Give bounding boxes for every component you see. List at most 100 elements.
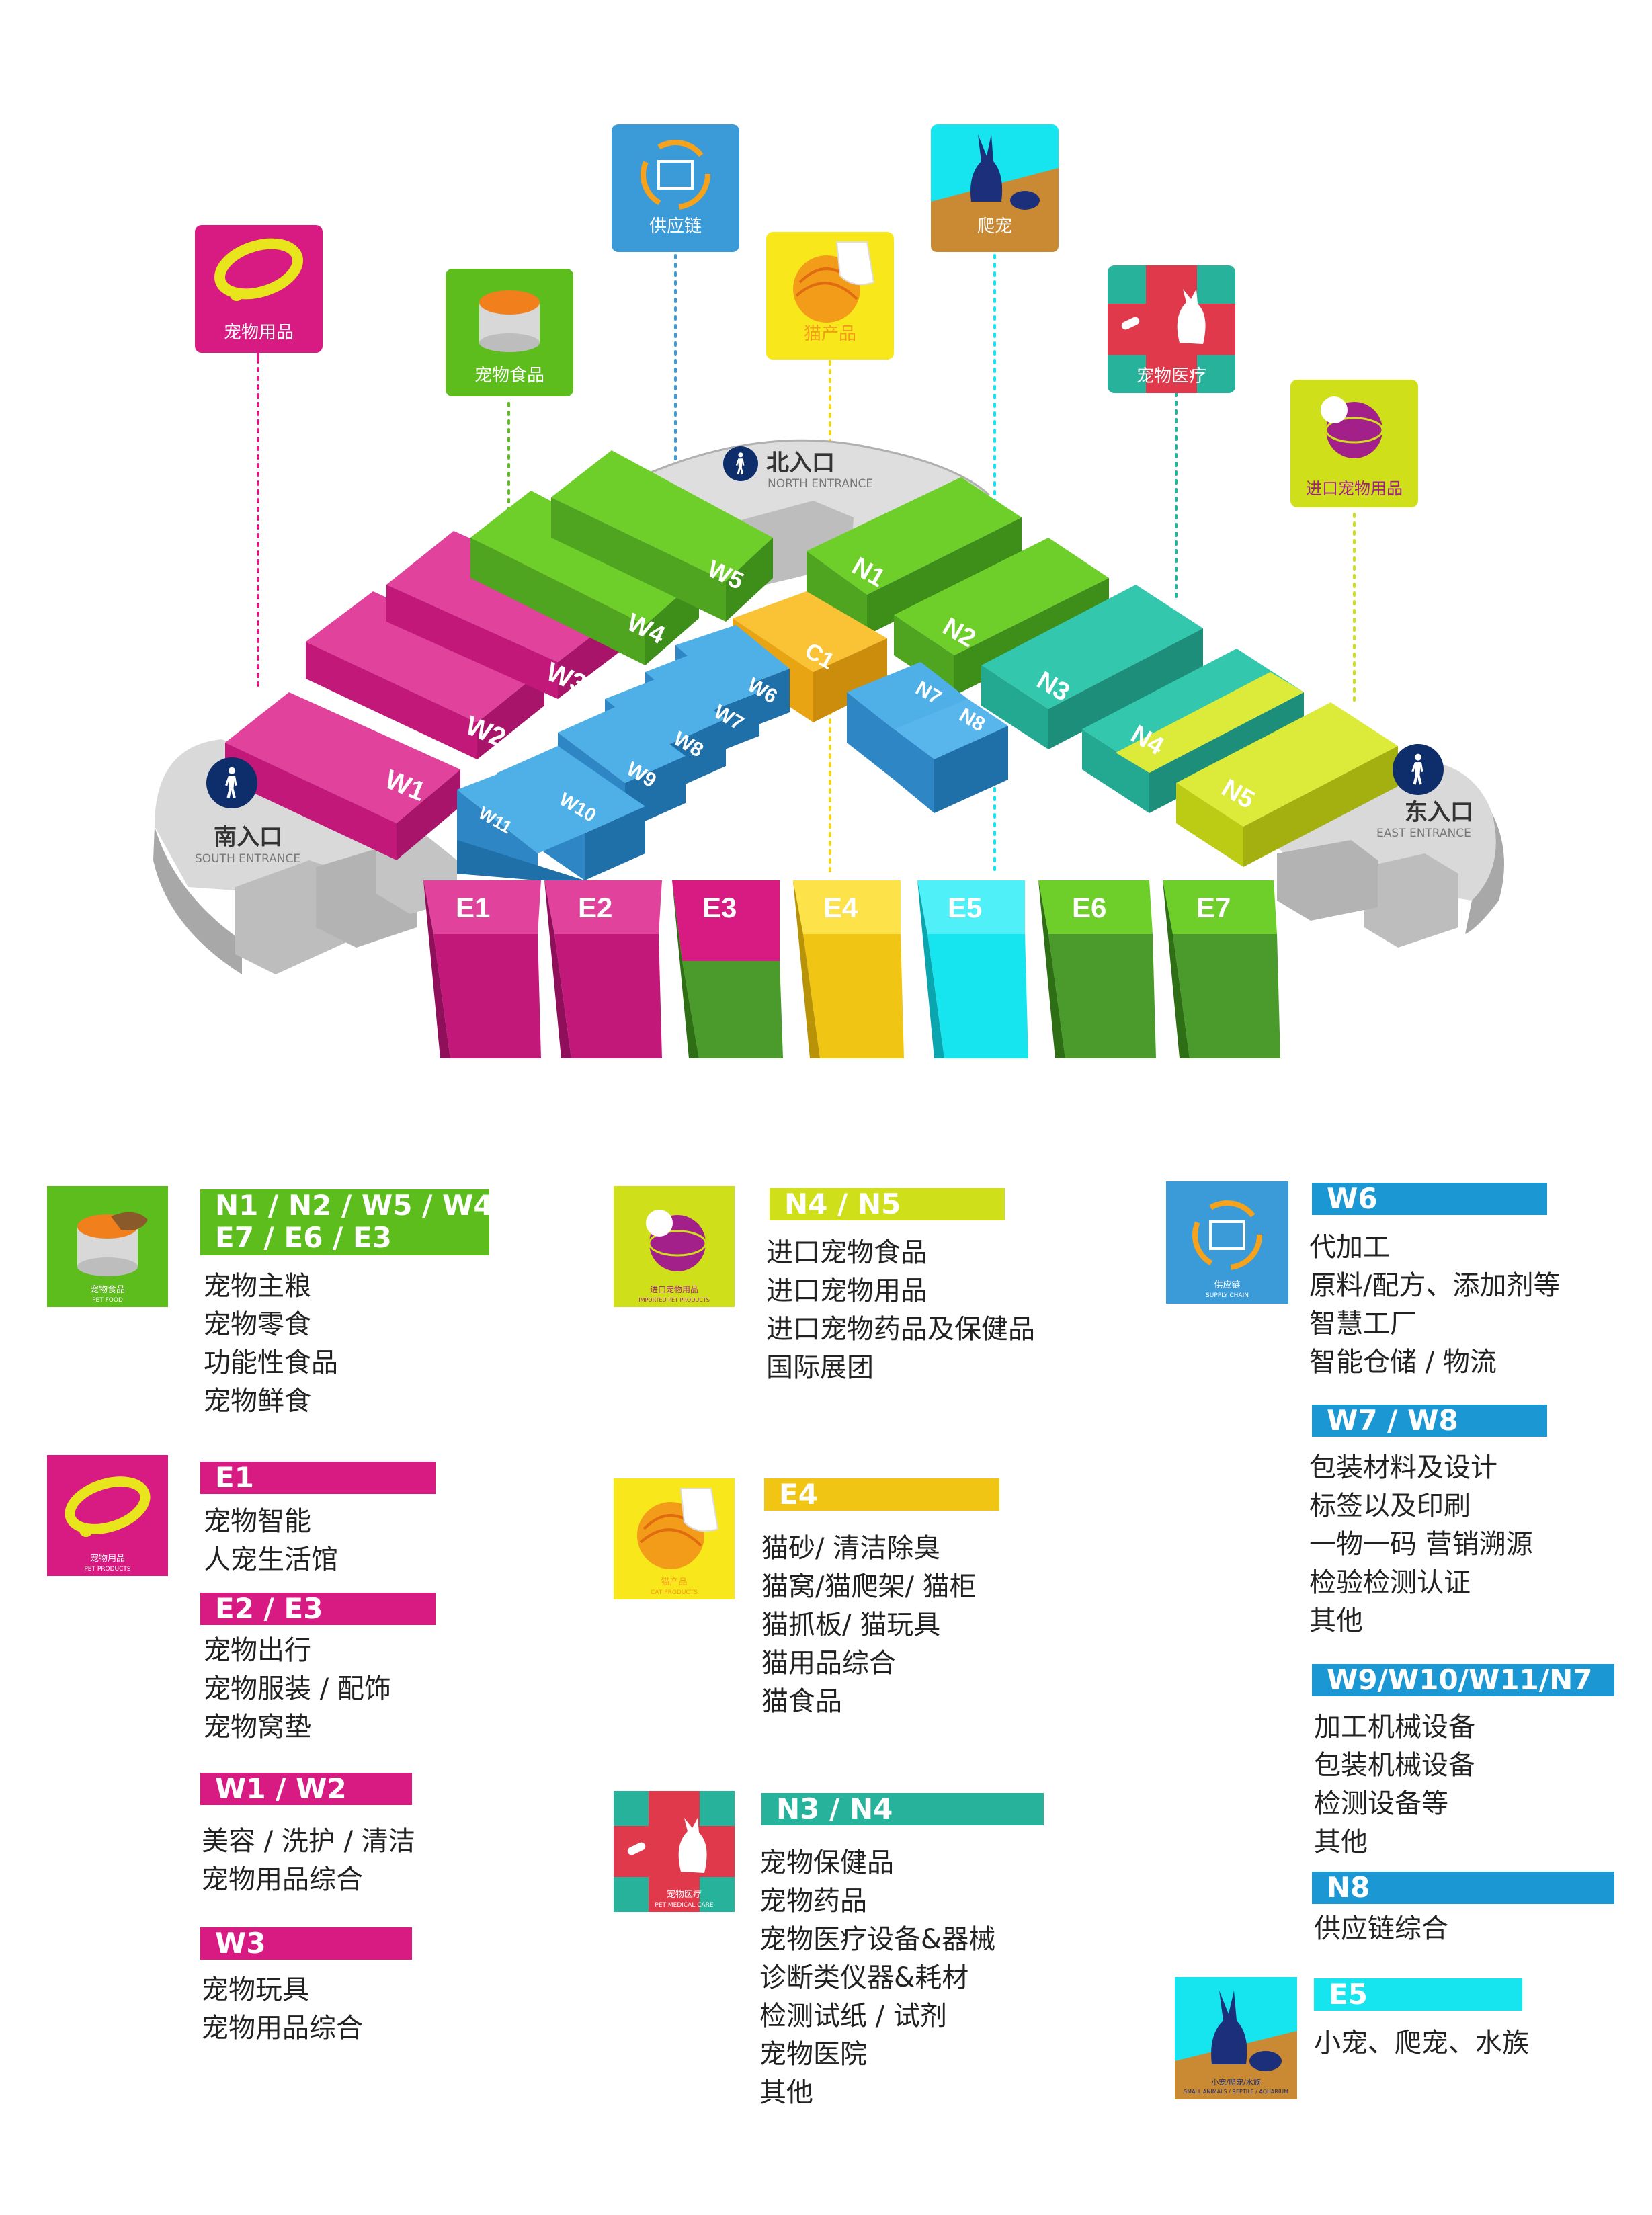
legend-item: 宠物用品综合 <box>202 1864 363 1895</box>
hall-e7: E7 <box>1196 892 1231 923</box>
legend-item: 其他 <box>759 2077 813 2108</box>
south-entrance-sub: SOUTH ENTRANCE <box>195 852 300 866</box>
legend-cat-icon: 猫产品 CAT PRODUCTS <box>614 1478 735 1599</box>
legend-item: 代加工 <box>1309 1232 1390 1263</box>
legend-item: 宠物服装 / 配饰 <box>204 1673 391 1704</box>
legend-reptile-header: E5 <box>1314 1978 1522 2011</box>
legend-supply-header-0: W6 <box>1312 1183 1547 1215</box>
hall-e4: E4 <box>823 892 858 923</box>
legend-products-items-0: 宠物智能 人宠生活馆 <box>204 1503 338 1579</box>
legend-cat-items: 猫砂/ 清洁除臭 猫窝/猫爬架/ 猫柜 猫抓板/ 猫玩具 猫用品综合 猫食品 <box>761 1530 977 1721</box>
legend-supply-items-1: 包装材料及设计 标签以及印刷 一物一码 营销溯源 检验检测认证 其他 <box>1309 1449 1533 1640</box>
green-halls-west <box>470 450 773 665</box>
legend-item: 宠物药品 <box>759 1886 867 1917</box>
legend-item: 一物一码 营销溯源 <box>1309 1529 1533 1560</box>
legend-food-caption: 宠物食品 <box>90 1284 125 1295</box>
legend-item: 检测试纸 / 试剂 <box>759 2001 947 2032</box>
legend-item: 猫用品综合 <box>761 1648 896 1679</box>
category-imported-label: 进口宠物用品 <box>1306 479 1403 498</box>
legend-products-items-2: 美容 / 洗护 / 清洁 宠物用品综合 <box>202 1823 415 1899</box>
legend-imported-items: 进口宠物食品 进口宠物用品 进口宠物药品及保健品 国际展团 <box>766 1234 1035 1387</box>
legend-item: 进口宠物药品及保健品 <box>766 1314 1035 1345</box>
legend-item: 功能性食品 <box>204 1347 338 1378</box>
category-pet-products[interactable]: 宠物用品 <box>195 225 323 353</box>
legend-medical-header: N3 / N4 <box>761 1793 1044 1825</box>
legend-supply-icon: 供应链 SUPPLY CHAIN <box>1166 1181 1288 1304</box>
legend-medical-icon: 宠物医疗 PET MEDICAL CARE <box>614 1791 735 1912</box>
east-halls <box>981 585 1398 867</box>
east-entrance-sub: EAST ENTRANCE <box>1376 827 1471 840</box>
legend-item: 标签以及印刷 <box>1309 1491 1471 1521</box>
legend-item: 其他 <box>1309 1605 1363 1636</box>
legend-reptile-caption-en: SMALL ANIMALS / REPTILE / AQUARIUM <box>1184 2089 1288 2095</box>
cat-silhouette-icon <box>678 1818 707 1873</box>
legend-reptile-caption: 小宠/爬宠/水族 <box>1211 2077 1260 2087</box>
legend-item: 国际展团 <box>766 1352 874 1383</box>
legend-item: 宠物主粮 <box>204 1271 311 1302</box>
green-halls-east <box>807 477 1109 696</box>
legend-item: 包装机械设备 <box>1314 1750 1475 1781</box>
hall-e2: E2 <box>578 892 612 923</box>
dog-icon <box>646 1210 673 1237</box>
legend-cat-caption: 猫产品 <box>661 1577 687 1587</box>
hall-e1: E1 <box>456 892 490 923</box>
legend-products-header-2: W1 / W2 <box>200 1773 412 1805</box>
e-halls <box>423 880 1280 1058</box>
rabbit-icon <box>1211 1991 1247 2064</box>
legend-food-items: 宠物主粮 宠物零食 功能性食品 宠物鲜食 <box>204 1267 338 1421</box>
south-entrance[interactable]: 南入口 SOUTH ENTRANCE <box>195 757 300 866</box>
legend-item: 宠物智能 <box>204 1506 311 1537</box>
collar-icon <box>65 1476 151 1534</box>
legend-supply-items-0: 代加工 原料/配方、添加剂等 智慧工厂 智能仓储 / 物流 <box>1309 1228 1560 1382</box>
legend-medical-caption: 宠物医疗 <box>667 1889 702 1900</box>
recycle-icon <box>1192 1200 1262 1270</box>
legend-item: 宠物保健品 <box>759 1847 894 1878</box>
category-imported[interactable]: 进口宠物用品 <box>1290 380 1418 507</box>
legend-food-icon: 宠物食品 PET FOOD <box>47 1186 168 1307</box>
legend-supply-header-1: W7 / W8 <box>1312 1405 1547 1437</box>
category-pet-products-label: 宠物用品 <box>224 323 294 343</box>
legend-food-header: N1 / N2 / W5 / W4 E7 / E6 / E3 <box>200 1189 493 1255</box>
legend-supply-header-2: W9/W10/W11/N7 <box>1312 1664 1614 1696</box>
legend-food-header-line1: N1 / N2 / W5 / W4 <box>215 1189 493 1222</box>
legend-item: 宠物鲜食 <box>204 1386 311 1417</box>
cat-paw-icon <box>835 241 875 286</box>
legend-supply-header-3: N8 <box>1312 1872 1614 1904</box>
legend-item: 加工机械设备 <box>1314 1712 1475 1743</box>
legend-reptile-items: 小宠、爬宠、水族 <box>1314 2024 1529 2062</box>
legend-item: 诊断类仪器&耗材 <box>759 1962 969 1993</box>
legend-products-icon: 宠物用品 PET PRODUCTS <box>47 1455 168 1576</box>
north-entrance[interactable]: 北入口 NORTH ENTRANCE <box>723 446 873 491</box>
hall-e5: E5 <box>948 892 982 923</box>
legend-products-caption: 宠物用品 <box>90 1553 125 1564</box>
category-supply-chain[interactable]: 供应链 <box>612 124 739 252</box>
category-pet-food[interactable]: 宠物食品 <box>446 269 573 396</box>
category-reptile[interactable]: 爬宠 <box>931 124 1059 252</box>
legend-reptile-icon: 小宠/爬宠/水族 SMALL ANIMALS / REPTILE / AQUAR… <box>1175 1977 1297 2099</box>
legend-imported-icon: 进口宠物用品 IMPORTED PET PRODUCTS <box>614 1186 735 1307</box>
category-cat-products[interactable]: 猫产品 <box>766 232 894 360</box>
legend-products-header-1: E2 / E3 <box>200 1593 436 1625</box>
box-icon <box>1209 1220 1245 1250</box>
legend-item: 其他 <box>1314 1827 1368 1857</box>
legend-item: 宠物用品综合 <box>202 2013 363 2044</box>
legend-cat-caption-en: CAT PRODUCTS <box>651 1589 698 1596</box>
category-supply-chain-label: 供应链 <box>649 216 702 237</box>
legend-item: 原料/配方、添加剂等 <box>1309 1270 1561 1301</box>
hall-e3: E3 <box>702 892 737 923</box>
legend-food-header-line2: E7 / E6 / E3 <box>215 1221 392 1254</box>
legend-supply-caption: 供应链 <box>1214 1280 1240 1290</box>
south-entrance-label: 南入口 <box>214 824 282 851</box>
legend-imported-caption: 进口宠物用品 <box>650 1284 698 1294</box>
legend-supply-items-2: 加工机械设备 包装机械设备 检测设备等 其他 <box>1314 1708 1475 1862</box>
legend-item: 进口宠物用品 <box>766 1276 927 1306</box>
legend-supply-items-3: 供应链综合 <box>1314 1910 1448 1948</box>
legend-cat-header: E4 <box>764 1478 999 1511</box>
legend-item: 小宠、爬宠、水族 <box>1314 2028 1529 2058</box>
category-pet-medical[interactable]: 宠物医疗 <box>1108 265 1235 393</box>
east-entrance-label: 东入口 <box>1405 799 1473 826</box>
legend-item: 供应链综合 <box>1314 1913 1448 1944</box>
hall-e6: E6 <box>1072 892 1106 923</box>
east-entrance[interactable]: 东入口 EAST ENTRANCE <box>1376 744 1473 840</box>
legend-food-caption-en: PET FOOD <box>92 1297 123 1304</box>
